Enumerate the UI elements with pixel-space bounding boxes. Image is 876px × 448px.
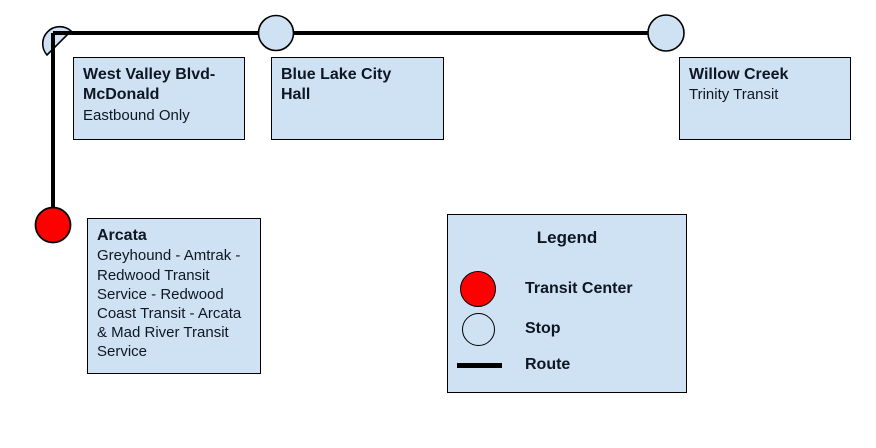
- stop-marker-blue-lake-icon: [257, 14, 295, 52]
- stop-title: Willow Creek: [689, 66, 789, 83]
- stop-subtitle: Eastbound Only: [83, 106, 190, 124]
- stop-label-willow-creek: Willow Creek Trinity Transit: [679, 57, 851, 140]
- stop-title: Blue Lake City Hall: [281, 66, 392, 104]
- legend-transit-center-icon: [460, 271, 496, 307]
- stop-marker-west-valley-icon: [41, 25, 73, 57]
- stop-label-west-valley: West Valley Blvd- McDonald Eastbound Onl…: [73, 57, 245, 140]
- stop-subtitle: Greyhound - Amtrak - Redwood Transit Ser…: [97, 247, 242, 360]
- legend-label-transit-center: Transit Center: [525, 280, 633, 297]
- stop-title: West Valley Blvd- McDonald: [83, 66, 216, 104]
- legend-stop-icon: [462, 313, 495, 346]
- stop-label-blue-lake: Blue Lake City Hall: [271, 57, 444, 140]
- transit-center-marker-arcata-icon: [34, 206, 72, 244]
- stop-title: Arcata: [97, 227, 147, 244]
- legend-label-stop: Stop: [525, 320, 561, 337]
- legend-label-route: Route: [525, 356, 571, 373]
- legend-route-icon: [457, 363, 502, 368]
- legend: Legend Transit Center Stop Route: [447, 214, 687, 393]
- stop-label-arcata: Arcata Greyhound - Amtrak - Redwood Tran…: [87, 218, 261, 374]
- stop-subtitle: Trinity Transit: [689, 86, 779, 104]
- legend-title: Legend: [536, 228, 598, 247]
- stop-marker-willow-creek-icon: [647, 14, 685, 52]
